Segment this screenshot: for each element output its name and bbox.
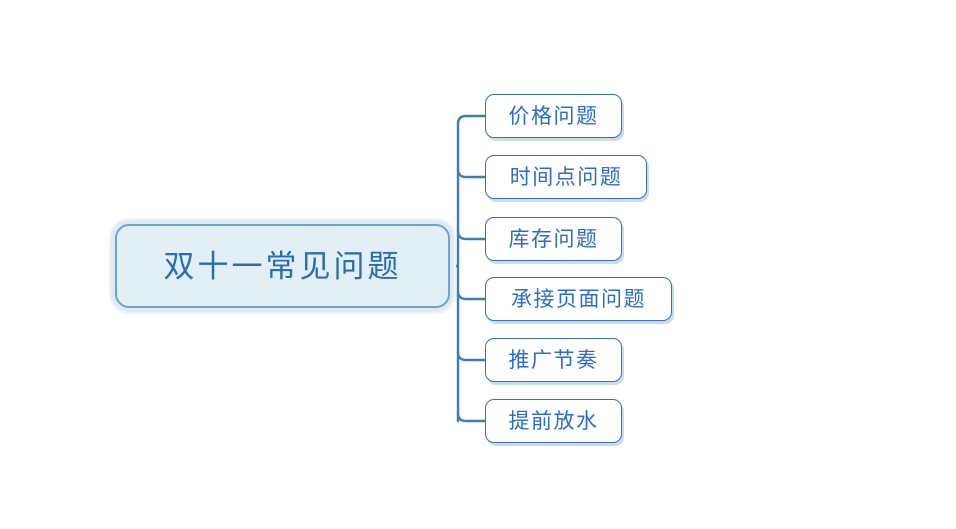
child-node-price[interactable]: 价格问题 [485,94,622,138]
child-node-early-release[interactable]: 提前放水 [485,399,622,443]
child-node-label: 提前放水 [508,408,599,433]
child-node-label: 承接页面问题 [511,286,646,311]
connector-branch-4 [456,350,487,362]
connector-branch-3 [456,289,487,301]
connector-branch-1 [456,167,487,179]
child-node-landing-page[interactable]: 承接页面问题 [485,277,672,321]
child-node-inventory[interactable]: 库存问题 [485,217,622,261]
child-node-label: 价格问题 [508,103,599,128]
connector-branch-5 [456,411,487,423]
root-node[interactable]: 双十一常见问题 [115,224,450,308]
root-node-label: 双十一常见问题 [163,248,402,284]
child-node-label: 时间点问题 [509,164,623,189]
child-node-timepoint[interactable]: 时间点问题 [485,155,647,199]
connector-branch-0 [456,114,487,126]
connector-branch-2 [456,229,487,241]
child-node-promotion-rhythm[interactable]: 推广节奏 [485,338,622,382]
child-node-label: 库存问题 [508,226,599,251]
child-node-label: 推广节奏 [508,347,599,372]
